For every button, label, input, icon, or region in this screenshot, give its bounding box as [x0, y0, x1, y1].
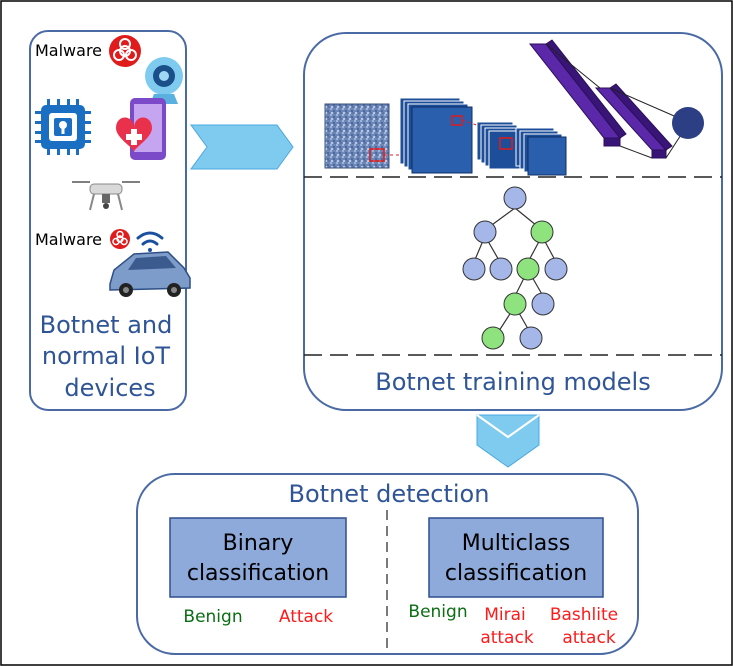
cnn-diagram: [324, 39, 704, 176]
biohazard-icon: [110, 229, 130, 249]
devices-title-line-3: devices: [64, 374, 155, 402]
chip-icon: [35, 99, 91, 155]
devices-panel: Malware: [29, 30, 191, 411]
tree-nodes: [462, 186, 568, 350]
tree-node: [531, 292, 555, 316]
devices-title-line-2: normal IoT: [42, 342, 170, 370]
bashlite-label-line-2: attack: [562, 628, 616, 648]
tree-node: [481, 326, 505, 350]
models-title: Botnet training models: [375, 368, 650, 396]
dense-layer-1: [528, 39, 627, 147]
mirai-label-line-1: Mirai: [484, 605, 526, 625]
malware-label-2: Malware: [35, 230, 102, 249]
tree-node: [489, 257, 513, 281]
phone-health-icon: [116, 98, 166, 160]
wifi-icon: [136, 231, 164, 252]
tree-node: [516, 257, 540, 281]
binary-attack-label: Attack: [279, 607, 333, 627]
conv-layer-1: [399, 97, 473, 174]
models-panel-box: [303, 32, 723, 411]
drone-icon: [72, 181, 140, 211]
flow-arrow-right: [190, 124, 294, 170]
car-icon: [109, 251, 191, 297]
devices-title-line-1: Botnet and: [40, 311, 173, 339]
tree-node: [473, 220, 497, 244]
multiclass-title-line-2: classification: [445, 561, 587, 586]
bashlite-label-line-1: Bashlite: [550, 605, 618, 625]
binary-benign-label: Benign: [183, 607, 242, 627]
tree-node: [503, 186, 527, 210]
conv-layer-3: [515, 127, 567, 176]
binary-classification-box: Binary classification: [169, 517, 347, 598]
output-node: [672, 107, 704, 139]
input-image-layer: [324, 103, 390, 169]
multiclass-benign-label: Benign: [408, 602, 467, 622]
binary-title-line-1: Binary: [223, 531, 294, 556]
binary-title-line-2: classification: [187, 561, 329, 586]
biohazard-icon: [109, 35, 141, 67]
tree-node: [503, 292, 527, 316]
tree-node: [519, 326, 543, 350]
dense-layer-2: [594, 83, 673, 159]
models-panel: Botnet training models: [303, 32, 723, 411]
detection-title: Botnet detection: [289, 480, 490, 508]
multiclass-classification-box: Multiclass classification: [428, 517, 604, 598]
tree-node: [462, 257, 486, 281]
flow-arrow-down: [476, 414, 540, 468]
malware-label-1: Malware: [35, 41, 102, 60]
multiclass-title-line-1: Multiclass: [462, 531, 570, 556]
tree-node: [530, 220, 554, 244]
mirai-label-line-2: attack: [480, 628, 534, 648]
tree-node: [544, 257, 568, 281]
detection-panel: Botnet detection Binary classification B…: [136, 473, 639, 655]
